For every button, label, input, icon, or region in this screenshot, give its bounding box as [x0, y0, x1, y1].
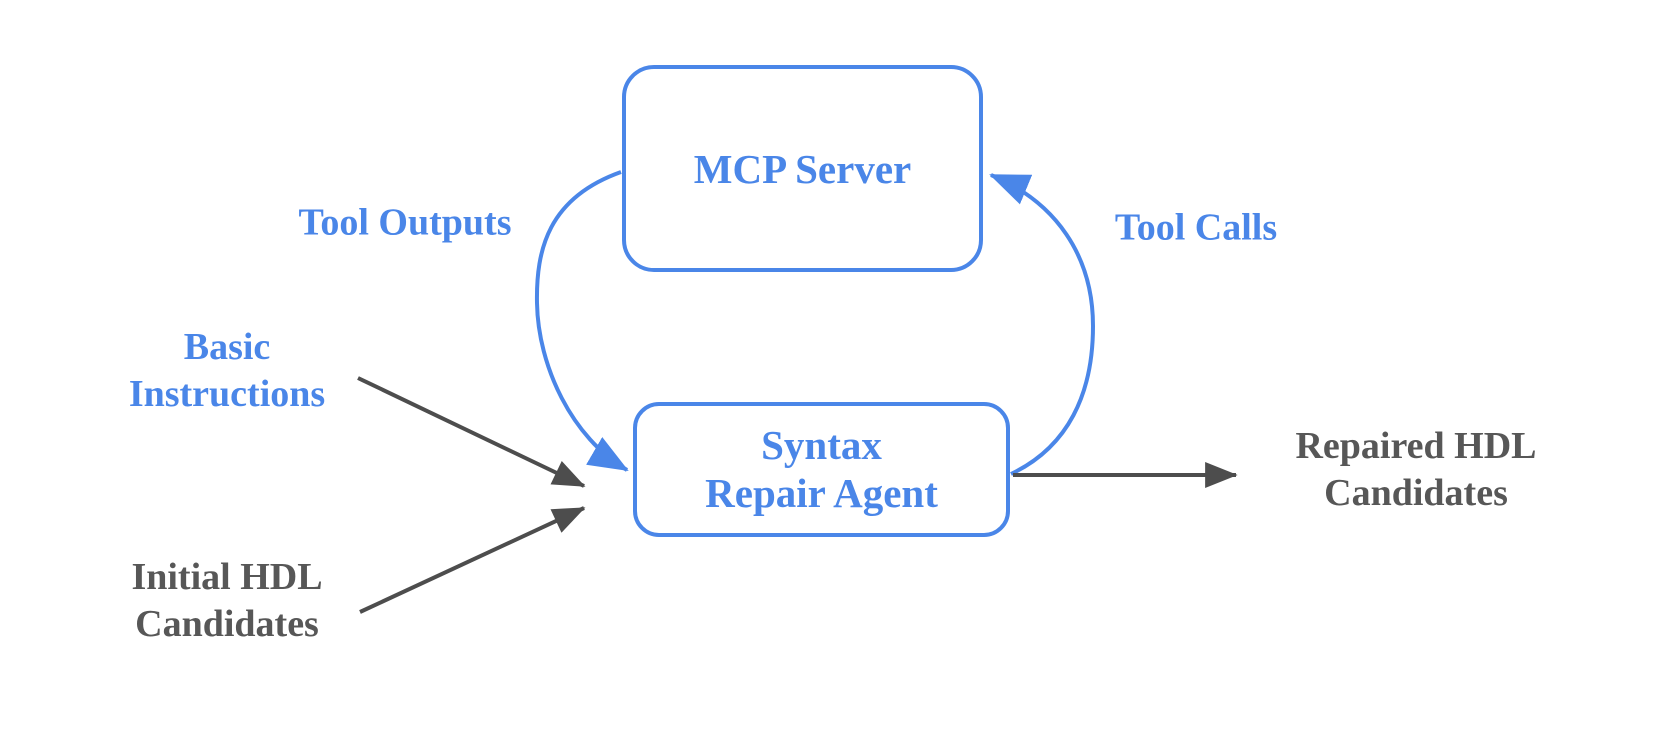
edge-label-tool-outputs: Tool Outputs: [298, 201, 512, 244]
node-mcp-server-label: MCP Server: [693, 145, 912, 192]
tool-calls-arrow: [989, 173, 1096, 476]
node-syntax-repair-agent: Syntax Repair Agent: [633, 402, 1010, 537]
node-mcp-server: MCP Server: [622, 65, 983, 272]
initial-hdl-candidates-arrow: [359, 506, 586, 614]
node-syntax-repair-agent-label: Syntax Repair Agent: [705, 422, 938, 516]
input-label-basic-instructions: Basic Instructions: [128, 325, 326, 415]
tool-outputs-arrow: [534, 170, 629, 472]
basic-instructions-arrow: [357, 376, 586, 488]
output-label-repaired-hdl-candidates: Repaired HDL Candidates: [1295, 424, 1537, 514]
input-label-initial-hdl-candidates: Initial HDL Candidates: [131, 555, 323, 645]
edge-label-tool-calls: Tool Calls: [1114, 206, 1278, 249]
